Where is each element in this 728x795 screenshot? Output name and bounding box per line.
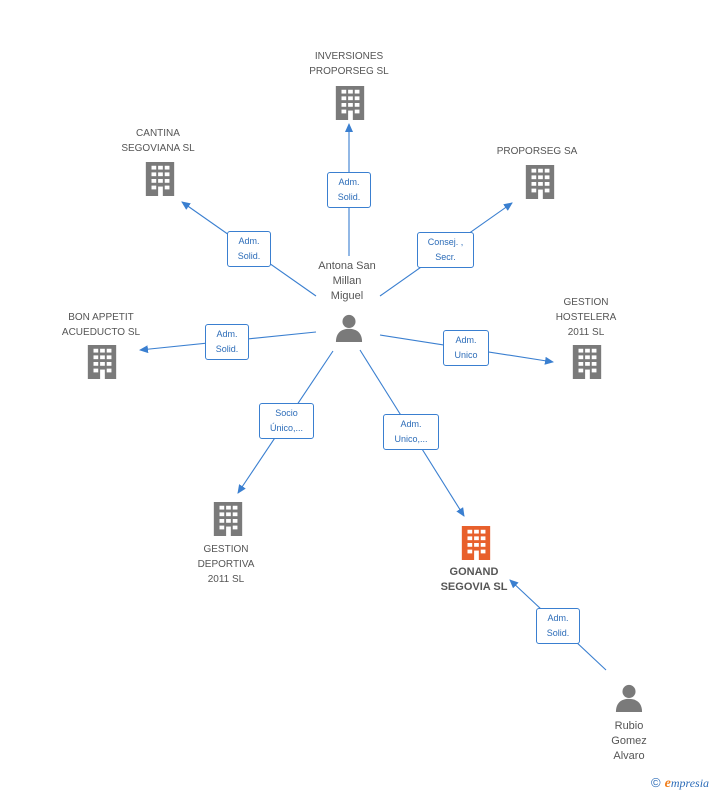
edge-label-line: Adm. (338, 177, 360, 187)
empresia-logo[interactable]: ©empresia (651, 775, 709, 792)
edge-label-line: Solid. (215, 344, 239, 354)
node-name-line: 2011 SL (567, 327, 605, 338)
edge-label-line: Único,... (269, 423, 303, 433)
node-name-rubio[interactable]: Rubio Gomez Alvaro (611, 719, 646, 764)
node-name-inversiones[interactable]: INVERSIONES PROPORSEG SL (309, 49, 388, 79)
edge-label-line: Adm. (455, 335, 477, 345)
edge-label-gestion-deportiva[interactable]: Socio Único,... (259, 403, 314, 439)
node-name-line: SEGOVIANA SL (121, 143, 195, 154)
node-name-line: PROPORSEG SL (309, 66, 389, 77)
building-icon[interactable] (335, 86, 365, 120)
node-name-line: Antona San (318, 260, 376, 272)
node-name-line: Miguel (330, 290, 364, 302)
edge-label-inversiones[interactable]: Adm. Solid. (327, 172, 371, 208)
person-icon[interactable] (335, 314, 363, 342)
edge-label-line: Adm. (238, 236, 260, 246)
node-name-gestion-deportiva[interactable]: GESTION DEPORTIVA 2011 SL (198, 542, 255, 587)
node-name-line: INVERSIONES (314, 51, 384, 62)
node-name-line: ACUEDUCTO SL (61, 327, 141, 338)
node-name-line: GONAND (449, 566, 499, 578)
edge-label-line: Adm. (547, 613, 569, 623)
brand-initial: e (664, 776, 671, 791)
building-icon[interactable] (87, 345, 117, 379)
node-name-gestion-hostelera[interactable]: GESTION HOSTELERA 2011 SL (556, 295, 617, 340)
building-icon[interactable] (213, 502, 243, 536)
node-name-cantina[interactable]: CANTINA SEGOVIANA SL (121, 126, 194, 156)
edge-label-line: Solid. (546, 628, 570, 638)
edge-label-line: Unico (454, 350, 478, 360)
edge-label-gestion-hostelera[interactable]: Adm. Unico (443, 330, 489, 366)
node-name-line: PROPORSEG SA (496, 146, 578, 157)
node-name-line: SEGOVIA SL (440, 581, 508, 593)
brand-name: mpresia (670, 776, 710, 790)
edge-label-line: Solid. (337, 192, 361, 202)
edge-label-line: Socio (275, 408, 298, 418)
edge-label-cantina[interactable]: Adm. Solid. (227, 231, 271, 267)
node-name-line: DEPORTIVA (197, 559, 255, 570)
node-name-line: Gomez (611, 735, 647, 747)
edge-label-bon-appetit[interactable]: Adm. Solid. (205, 324, 249, 360)
edge-label-line: Adm. (216, 329, 238, 339)
node-name-line: BON APPETIT (68, 312, 134, 323)
node-name-line: HOSTELERA (555, 312, 617, 323)
node-name-line: CANTINA (136, 128, 180, 139)
node-name-bon-appetit[interactable]: BON APPETIT ACUEDUCTO SL (62, 310, 140, 340)
edge-label-gonand[interactable]: Adm. Unico,... (383, 414, 439, 450)
edge-label-line: Consej. , (427, 237, 464, 247)
copyright-symbol: © (651, 775, 661, 790)
node-name-line: GESTION (563, 297, 609, 308)
edge-label-line: Solid. (237, 251, 261, 261)
node-name-proporseg[interactable]: PROPORSEG SA (497, 144, 578, 159)
edge-label-line: Unico,... (394, 434, 428, 444)
edge-label-line: Secr. (435, 252, 456, 262)
node-name-line: 2011 SL (207, 574, 245, 585)
building-icon[interactable] (572, 345, 602, 379)
node-name-line: Alvaro (613, 750, 645, 762)
building-icon-highlighted[interactable] (461, 526, 491, 560)
edge-label-rubio-gonand[interactable]: Adm. Solid. (536, 608, 580, 644)
node-name-line: Rubio (614, 720, 644, 732)
person-icon[interactable] (615, 684, 643, 712)
node-name-gonand[interactable]: GONAND SEGOVIA SL (441, 565, 508, 595)
building-icon[interactable] (525, 165, 555, 199)
node-name-antona[interactable]: Antona San Millan Miguel (318, 259, 376, 304)
edge-label-line: Adm. (400, 419, 422, 429)
node-name-line: GESTION (203, 544, 249, 555)
edge-label-proporseg[interactable]: Consej. , Secr. (417, 232, 474, 268)
node-name-line: Millan (332, 275, 362, 287)
building-icon[interactable] (145, 162, 175, 196)
